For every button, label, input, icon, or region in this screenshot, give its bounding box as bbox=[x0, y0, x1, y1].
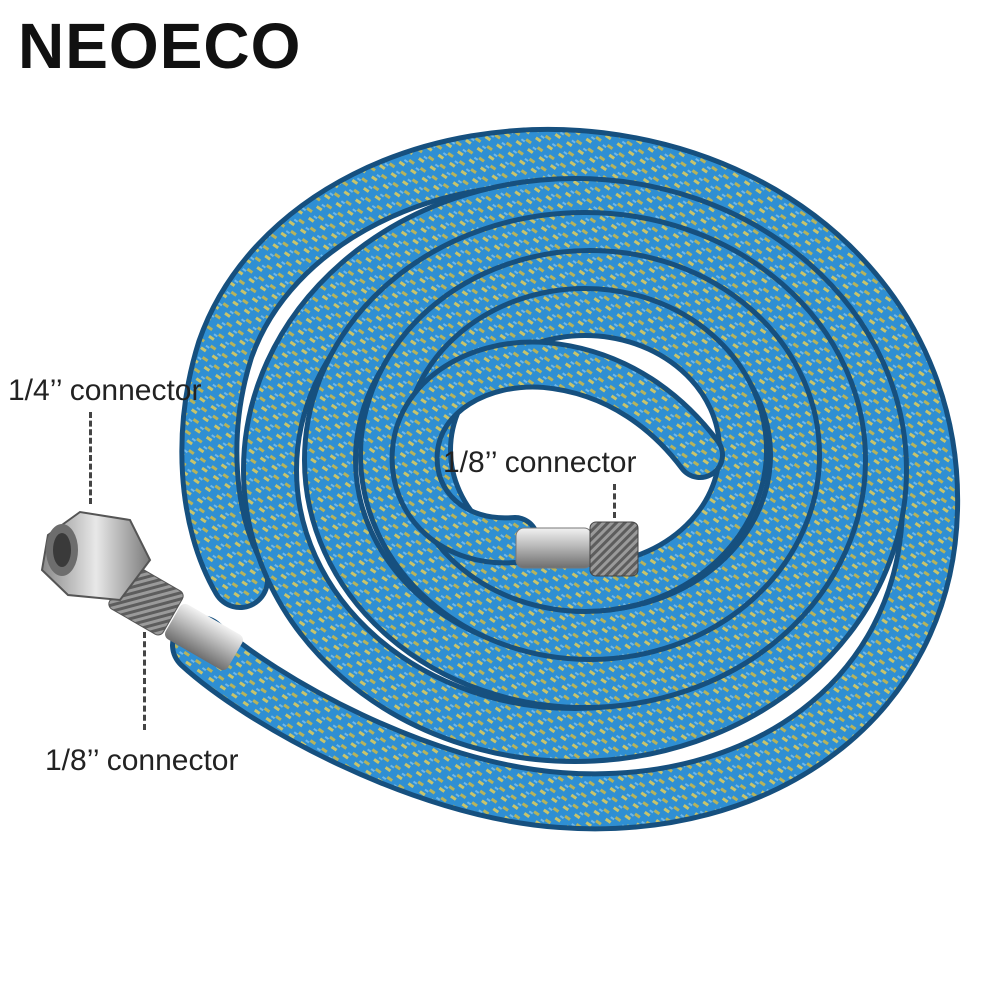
brand-logo: NEOECO bbox=[18, 10, 302, 82]
inner-eighth-inch-connector-label: 1/8’’ connector bbox=[443, 446, 637, 479]
outer-eighth-inch-leader-line bbox=[143, 632, 146, 730]
hose-coil bbox=[170, 127, 961, 832]
outer-eighth-inch-connector-label: 1/8’’ connector bbox=[45, 744, 239, 777]
inner-eighth-inch-leader-line bbox=[613, 484, 616, 518]
quarter-inch-connector-label: 1/4’’ connector bbox=[8, 374, 202, 407]
left-fitting-assembly bbox=[40, 510, 243, 671]
inner-fitting-assembly bbox=[515, 521, 639, 577]
quarter-inch-leader-line bbox=[89, 412, 92, 504]
